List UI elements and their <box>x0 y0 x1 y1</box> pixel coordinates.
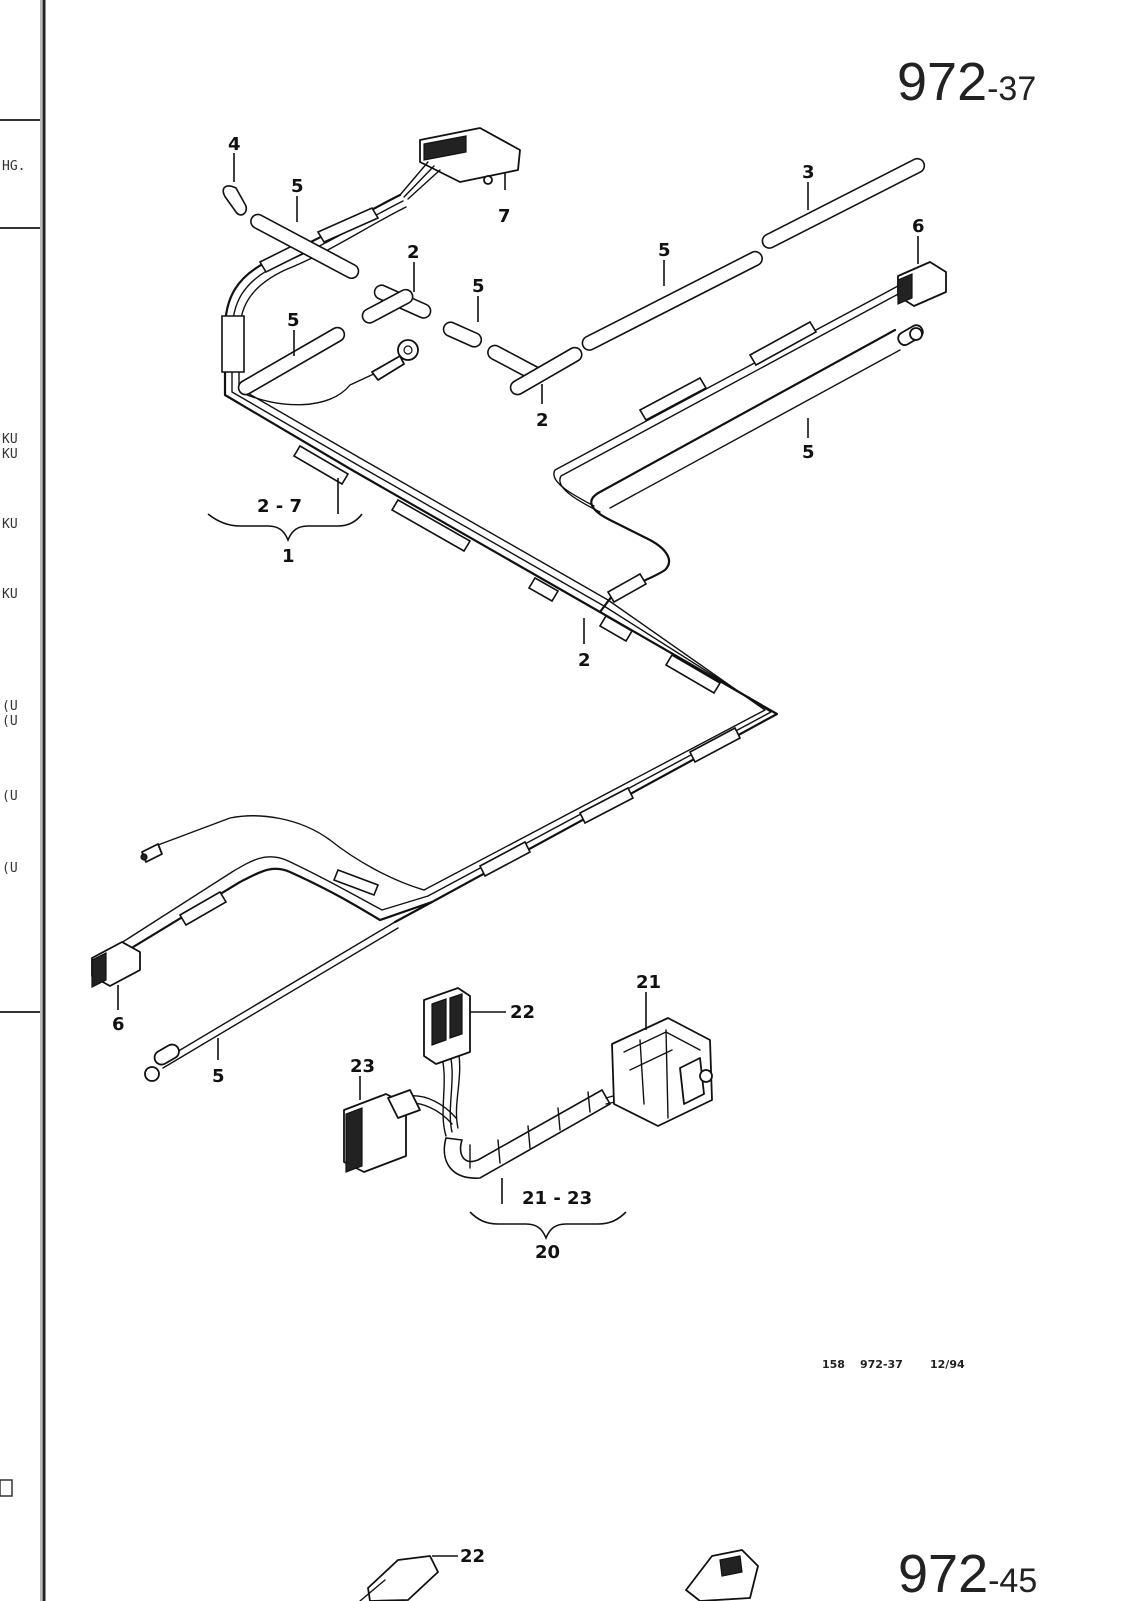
connector-21 <box>611 1017 713 1127</box>
callout-5: 5 <box>287 310 300 331</box>
margin-box-icon <box>0 1479 13 1497</box>
connector-22 <box>423 987 471 1065</box>
margin-text: (U <box>2 714 18 729</box>
connector-6-lower <box>91 941 141 988</box>
group-label-21-23: 21 - 23 <box>522 1188 592 1209</box>
binder-edge <box>0 0 46 1601</box>
footer-date: 12/94 <box>930 1358 965 1371</box>
margin-text: KU <box>2 432 18 447</box>
callout-21: 21 <box>636 972 661 993</box>
group-label-2-7: 2 - 7 <box>257 496 302 517</box>
bottom-page-number: 972-45 <box>898 1544 1037 1601</box>
sub-harness-20 <box>343 987 713 1179</box>
margin-fragments: HG. KU KU KU KU (U (U (U (U <box>2 159 25 876</box>
margin-text: (U <box>2 699 18 714</box>
callout-5: 5 <box>802 442 815 463</box>
callouts: 4 5 7 2 5 5 5 3 6 2 5 2 2 - 7 1 6 5 22 2… <box>112 134 925 1567</box>
callout-22: 22 <box>510 1002 535 1023</box>
callout-2: 2 <box>536 410 549 431</box>
connector-6-upper <box>897 261 947 307</box>
margin-text: (U <box>2 789 18 804</box>
footer-ref: 972-37 <box>860 1358 903 1371</box>
callout-5: 5 <box>472 276 485 297</box>
callout-20: 20 <box>535 1242 560 1263</box>
main-wire-harness <box>117 193 903 1069</box>
ring-terminal <box>371 339 419 381</box>
callout-5: 5 <box>658 240 671 261</box>
callout-6: 6 <box>912 216 925 237</box>
callout-22: 22 <box>460 1546 485 1567</box>
callout-23: 23 <box>350 1056 375 1077</box>
terminal-left <box>140 843 163 863</box>
callout-5: 5 <box>212 1066 225 1087</box>
terminal-upper-right <box>897 324 924 346</box>
margin-text: HG. <box>2 159 25 174</box>
margin-text: KU <box>2 587 18 602</box>
terminal-bottom <box>144 1043 180 1082</box>
margin-text: KU <box>2 447 18 462</box>
callout-5: 5 <box>291 176 304 197</box>
bottom-partial-parts <box>359 1549 759 1601</box>
footer-code: 158 <box>822 1358 845 1371</box>
leader-lines <box>117 153 919 1557</box>
connector-7 <box>399 127 521 200</box>
group-brace-1 <box>207 513 363 543</box>
callout-3: 3 <box>802 162 815 183</box>
callout-1: 1 <box>282 546 295 567</box>
callout-4: 4 <box>228 134 241 155</box>
callout-7: 7 <box>498 206 511 227</box>
connectors <box>91 127 947 1082</box>
footer-reference: 158 972-37 12/94 <box>822 1358 965 1371</box>
callout-2: 2 <box>578 650 591 671</box>
callout-2: 2 <box>407 242 420 263</box>
margin-text: (U <box>2 861 18 876</box>
connector-23 <box>343 1089 421 1173</box>
callout-6: 6 <box>112 1014 125 1035</box>
group-brace-20 <box>469 1211 627 1241</box>
sleeves <box>222 157 926 396</box>
page-number: 972-37 <box>897 52 1036 112</box>
margin-text: KU <box>2 517 18 532</box>
